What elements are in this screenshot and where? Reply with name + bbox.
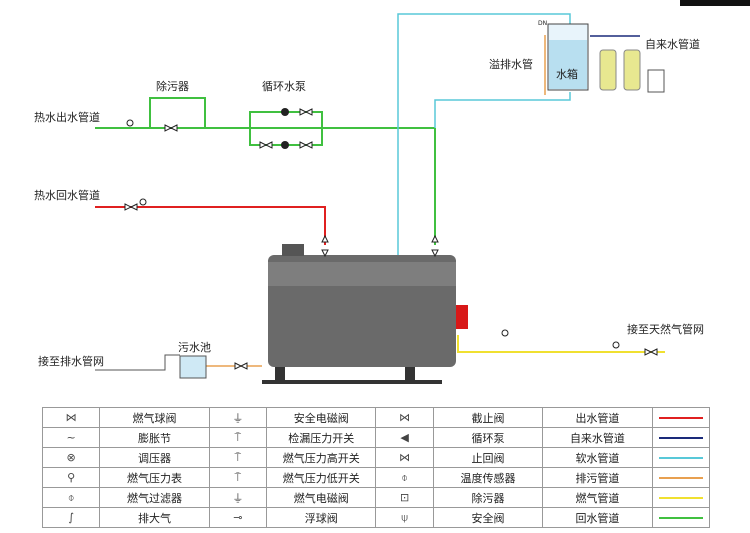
legend-line-swatch-bar [658,497,703,499]
drain-line [95,354,180,371]
overflow-pipe-line [200,35,546,367]
water-tank-label: 水箱 [556,68,578,81]
hot-water-out-pipe [95,97,436,245]
legend-label: 燃气过滤器 [99,487,210,508]
legend-line-swatch [651,427,711,448]
safety-solenoid-valve-icon: ⏚ [208,407,267,428]
gauge-symbols [126,119,620,349]
legend-label: 安全阀 [432,507,544,528]
gas-solenoid-valve-icon: ⏚ [208,487,267,508]
float-valve-icon: ⊸ [208,507,267,528]
legend-line-swatch [651,487,711,508]
legend-row: ⌽燃气过滤器⏚燃气电磁阀⊡除污器燃气管道 [41,487,711,508]
gas-ball-valve-icon: ⋈ [41,407,101,428]
legend-label: 燃气管道 [542,487,653,508]
valve-symbols [124,108,658,370]
legend-label: 回水管道 [542,507,653,528]
softener-tank-2 [623,49,641,91]
desludger-top-label: 除污器 [156,80,189,93]
legend-label: 检漏压力开关 [265,427,377,448]
desludger-icon: ⊡ [375,487,434,508]
gas-filter-icon: ⌽ [41,487,101,508]
legend-label: 调压器 [99,447,210,468]
legend-label: 出水管道 [542,407,653,428]
boiler-base [262,380,442,384]
overflow-pipe-label: 溢排水管 [489,58,533,71]
pressure-regulator-icon: ⊗ [41,447,101,468]
legend-line-swatch [651,507,711,528]
legend-label: 燃气电磁阀 [265,487,377,508]
legend-label: 除污器 [432,487,544,508]
brine-tank [647,69,665,93]
legend-label: 截止阀 [432,407,544,428]
softener-tank-1 [599,49,617,91]
boiler-leg-right [405,367,415,381]
hot-water-return-pipe [95,206,326,245]
leak-pressure-switch-icon: ⍑ [208,427,267,448]
legend-line-swatch-bar [658,517,703,519]
legend-label: 燃气压力高开关 [265,447,377,468]
legend-line-swatch [651,407,711,428]
legend-label: 温度传感器 [432,467,544,488]
legend-label: 燃气压力低开关 [265,467,377,488]
legend-row: ∫排大气⊸浮球阀⍦安全阀回水管道 [41,507,711,528]
stop-valve-icon: ⋈ [375,407,434,428]
to-gas-label: 接至天然气管网 [627,323,704,336]
safety-valve-icon: ⍦ [375,507,434,528]
legend-label: 浮球阀 [265,507,377,528]
legend-label: 燃气球阀 [99,407,210,428]
gas-pressure-gauge-icon: ⚲ [41,467,101,488]
legend-label: 止回阀 [432,447,544,468]
top-edge-bar [680,0,750,6]
legend-row: ⋈燃气球阀⏚安全电磁阀⋈截止阀出水管道 [41,407,711,428]
legend-row: ~膨胀节⍑检漏压力开关◀循环泵自来水管道 [41,427,711,448]
legend-label: 软水管道 [542,447,653,468]
boiler-highlight [268,262,456,286]
to-drain-label: 接至排水管网 [38,355,104,368]
legend-label: 燃气压力表 [99,467,210,488]
gas-pressure-high-switch-icon: ⍑ [208,447,267,468]
soft-water-pipe [397,13,571,255]
legend-line-swatch-bar [658,457,703,459]
boiler-top-port [282,244,304,256]
legend-line-swatch-bar [658,437,703,439]
legend-row: ⚲燃气压力表⍑燃气压力低开关⌽温度传感器排污管道 [41,467,711,488]
temperature-sensor-icon: ⌽ [375,467,434,488]
gas-pressure-low-switch-icon: ⍑ [208,467,267,488]
legend-line-swatch-bar [658,477,703,479]
legend-line-swatch-bar [658,417,703,419]
legend-table: ⋈燃气球阀⏚安全电磁阀⋈截止阀出水管道~膨胀节⍑检漏压力开关◀循环泵自来水管道⊗… [41,407,711,528]
gas-pipe [457,335,665,353]
water-tank-fill [549,40,587,89]
sewage-pool-label: 污水池 [178,341,211,354]
burner [456,305,468,329]
sewage-pool [179,355,207,379]
pump-symbols [281,108,289,149]
legend-row: ⊗调压器⍑燃气压力高开关⋈止回阀软水管道 [41,447,711,468]
expansion-joint-icon: ~ [41,427,101,448]
vent-icon: ∫ [41,507,101,528]
legend-label: 排污管道 [542,467,653,488]
circulation-pump-icon: ◀ [375,427,434,448]
tank-dn-label: DN [538,20,548,27]
circulation-pump-label: 循环水泵 [262,80,306,93]
hot-water-out-label: 热水出水管道 [34,111,100,124]
hot-water-return-label: 热水回水管道 [34,189,100,202]
legend-label: 安全电磁阀 [265,407,377,428]
check-valve-icon: ⋈ [375,447,434,468]
legend-label: 自来水管道 [542,427,653,448]
legend-label: 膨胀节 [99,427,210,448]
legend-label: 排大气 [99,507,210,528]
legend-line-swatch [651,467,711,488]
boiler-leg-left [275,367,285,381]
tap-water-label: 自来水管道 [645,38,700,51]
legend-label: 循环泵 [432,427,544,448]
legend-line-swatch [651,447,711,468]
